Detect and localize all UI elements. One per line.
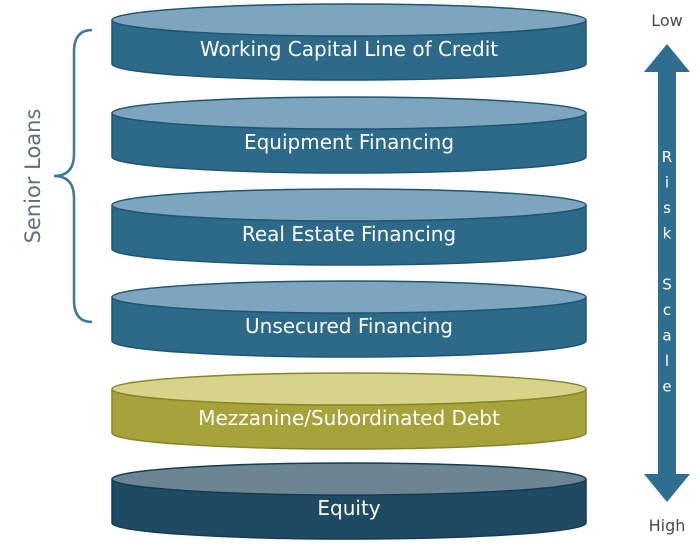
layer-top (111, 280, 587, 314)
layer-top (111, 3, 587, 37)
layer-label: Equipment Financing (244, 130, 454, 154)
stack-layer: Equity (111, 462, 587, 540)
layer-label: Unsecured Financing (245, 314, 453, 338)
layer-label: Equity (317, 496, 380, 520)
layer-top (111, 188, 587, 222)
risk-letter: R (662, 148, 672, 166)
layer-label: Real Estate Financing (242, 222, 456, 246)
risk-letter: e (662, 378, 671, 396)
risk-high-label: High (649, 516, 686, 535)
risk-letter: i (665, 174, 669, 192)
risk-letter: l (665, 352, 669, 370)
risk-letter: S (662, 276, 672, 294)
stack-layer: Real Estate Financing (111, 188, 587, 266)
risk-letter: a (662, 327, 671, 345)
stack-layer: Unsecured Financing (111, 280, 587, 358)
senior-loans-brace (53, 28, 93, 324)
risk-letter: c (663, 301, 671, 319)
stack-layer: Mezzanine/Subordinated Debt (111, 372, 587, 450)
risk-letter: k (663, 225, 672, 243)
layer-top (111, 96, 587, 130)
stack-layer: Working Capital Line of Credit (111, 3, 587, 81)
capital-stack-layers: Working Capital Line of CreditEquipment … (111, 3, 587, 540)
layer-label: Working Capital Line of Credit (200, 37, 498, 61)
senior-loans-label: Senior Loans (21, 109, 45, 244)
risk-scale-arrow (644, 44, 690, 502)
stack-layer: Equipment Financing (111, 96, 587, 174)
layer-top (111, 462, 587, 496)
layer-label: Mezzanine/Subordinated Debt (198, 406, 500, 430)
layer-top (111, 372, 587, 406)
risk-letter: s (663, 199, 671, 217)
risk-low-label: Low (651, 11, 683, 30)
